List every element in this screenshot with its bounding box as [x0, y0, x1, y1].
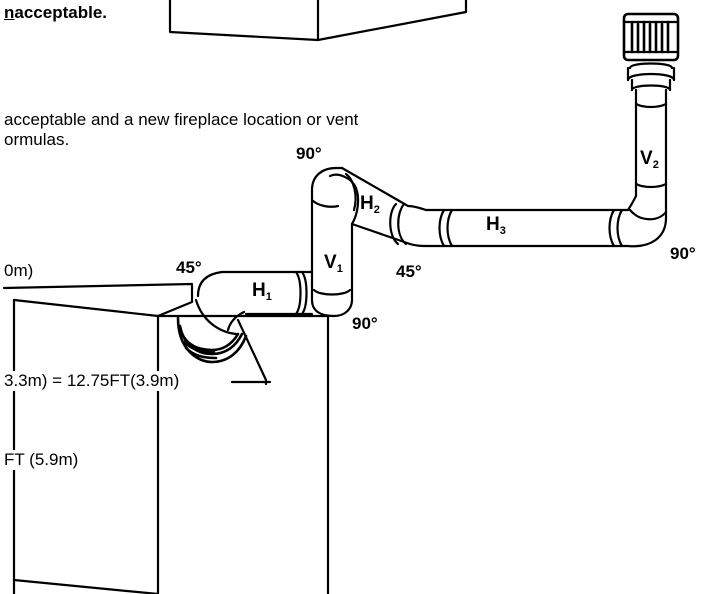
section-subscript: 2	[373, 204, 380, 216]
angle-label-mid-elbow: 45°	[396, 262, 422, 281]
angle-label-left-elbow: 45°	[176, 258, 202, 277]
section-label-h3: H3	[486, 214, 506, 237]
pipe-h3	[424, 208, 630, 248]
section-label-h2: H2	[360, 193, 380, 216]
calc-line-2: 3.3m) = 12.75FT(3.9m)	[4, 371, 182, 391]
section-label-h1: H1	[252, 280, 272, 303]
fireplace-body	[2, 282, 330, 594]
paragraph-line-2: ormulas.	[4, 130, 70, 149]
angle-label-right-elbow: 90°	[670, 244, 696, 263]
pipe-v2	[626, 88, 668, 248]
section-letter: H	[360, 193, 374, 214]
pipe-h2	[328, 166, 412, 246]
section-letter: H	[486, 214, 500, 235]
angle-label-bottom-elbow: 90°	[352, 314, 378, 333]
elbow-45-lower	[194, 270, 246, 336]
cap-grille	[630, 20, 670, 54]
heading-fragment: nacceptable.	[4, 3, 107, 22]
section-subscript: 1	[336, 263, 343, 275]
section-letter: V	[324, 252, 337, 273]
pipe-v1	[310, 166, 354, 318]
vent-collar	[176, 316, 248, 364]
angle-label-top-elbow: 90°	[296, 144, 322, 163]
pipe-h1	[220, 270, 314, 316]
elbow-45-upper	[406, 204, 432, 248]
section-letter: H	[252, 280, 266, 301]
calc-line-3: FT (5.9m)	[4, 450, 81, 470]
calc-line-1: 0m)	[4, 261, 34, 280]
section-label-v1: V1	[324, 252, 343, 275]
paragraph-line-1: acceptable and a new fireplace location …	[4, 110, 359, 129]
section-letter: V	[640, 148, 653, 169]
section-label-v2: V2	[640, 148, 659, 171]
section-subscript: 1	[265, 291, 272, 303]
section-subscript: 3	[499, 225, 506, 237]
upper-box-fragment	[168, 0, 468, 42]
section-subscript: 2	[652, 159, 659, 171]
